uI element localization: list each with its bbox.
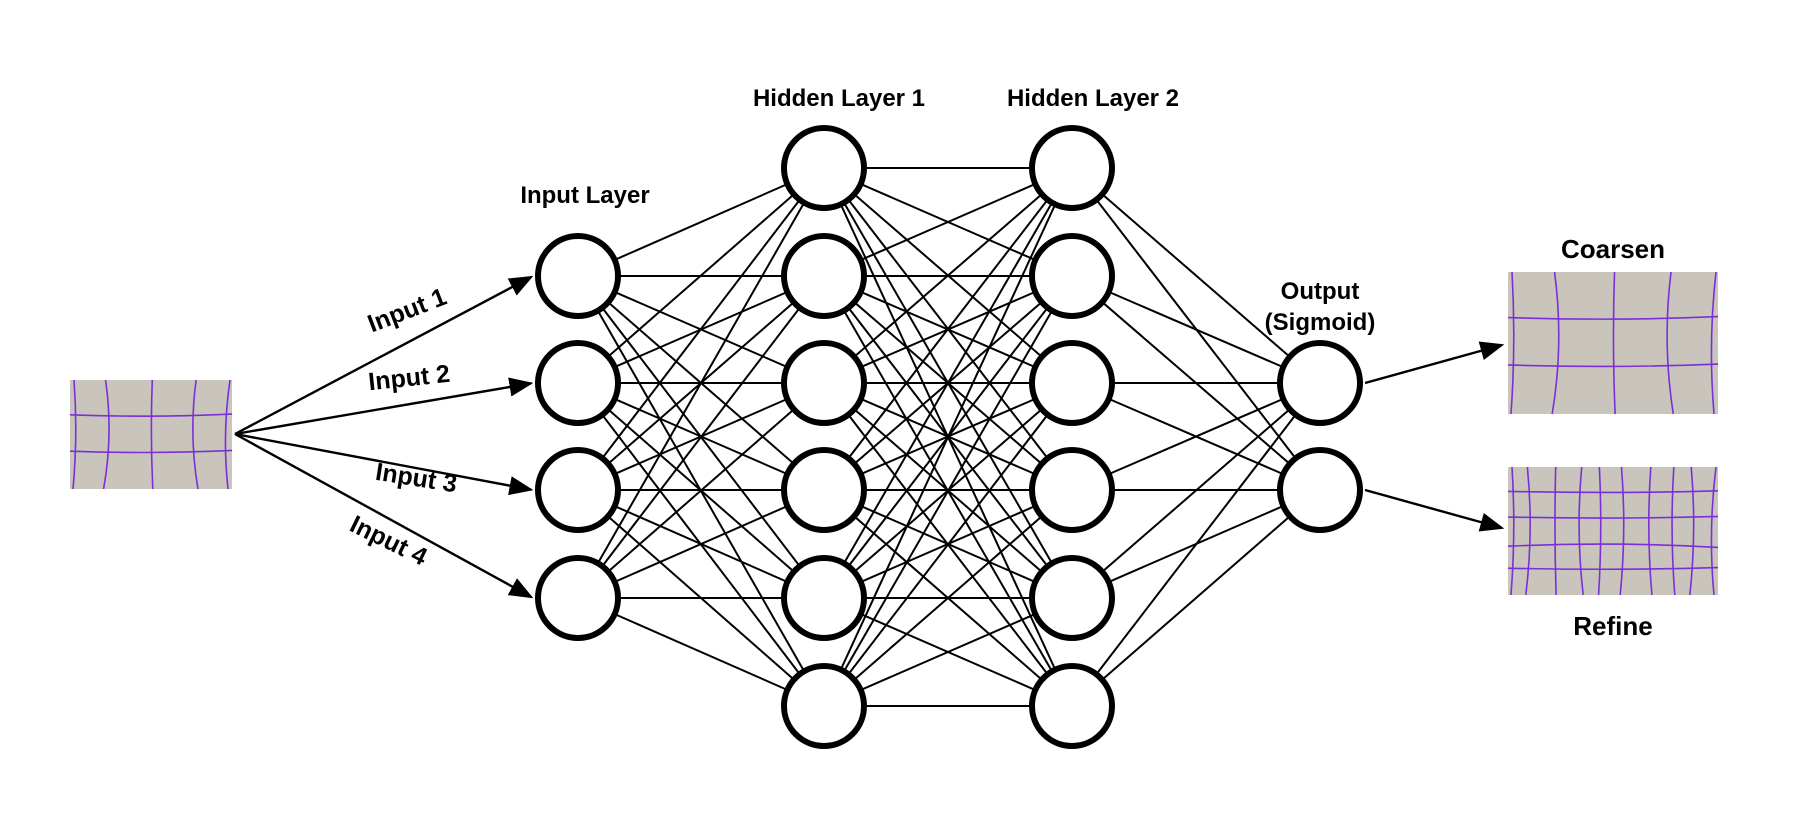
mesh-refine-vline-5 <box>1619 466 1625 596</box>
connection-hidden1-6-hidden2-5 <box>823 597 1073 707</box>
input-3-label: Input 3 <box>374 458 459 498</box>
mesh-refine-hline-2 <box>1507 515 1719 519</box>
mesh-input-vline-3 <box>192 379 199 490</box>
mesh-refine-vline-3 <box>1578 466 1584 596</box>
hidden1-neuron-5 <box>781 555 867 641</box>
connection-input-4-hidden1-1 <box>577 167 825 599</box>
mesh-refine-vline-7 <box>1671 466 1676 596</box>
hidden-layer-1-label: Hidden Layer 1 <box>753 85 925 112</box>
refine-mesh-image <box>1507 466 1719 596</box>
connection-hidden1-4-hidden2-1 <box>823 167 1073 491</box>
neurons <box>535 125 1363 749</box>
connection-hidden2-4-output-1 <box>1071 382 1321 491</box>
connection-hidden2-5-output-1 <box>1071 382 1321 599</box>
output-arrow-1 <box>1364 341 1505 385</box>
output-label-line1: Output <box>1281 278 1360 305</box>
mesh-coarsen-vline-2 <box>1612 271 1616 415</box>
input-layer-label: Input Layer <box>520 182 649 209</box>
connection-input-4-hidden1-3 <box>577 382 825 599</box>
connection-hidden1-5-hidden2-1 <box>823 167 1073 599</box>
connection-input-4-hidden1-4 <box>577 489 825 599</box>
hidden2-neuron-5 <box>1029 555 1115 641</box>
input-2-label: Input 2 <box>367 360 451 396</box>
mesh-refine-vline-2 <box>1554 466 1557 596</box>
input-arrow-2 <box>234 377 534 436</box>
input-neuron-4 <box>535 555 621 641</box>
connection-hidden2-6-output-2 <box>1071 489 1321 707</box>
input-neuron-2 <box>535 340 621 426</box>
mesh-coarsen-hline-1 <box>1507 315 1719 320</box>
input-mesh-image <box>69 379 233 490</box>
hidden2-neuron-3 <box>1029 340 1115 426</box>
mesh-refine-right-edge <box>1710 466 1717 596</box>
hidden1-neuron-4 <box>781 447 867 533</box>
connection-hidden2-2-output-1 <box>1071 275 1321 384</box>
connection-hidden1-6-hidden2-4 <box>823 489 1073 707</box>
output-neuron-2 <box>1277 447 1363 533</box>
hidden2-neuron-2 <box>1029 233 1115 319</box>
hidden1-neuron-2 <box>781 233 867 319</box>
mesh-coarsen-left-edge <box>1510 271 1515 415</box>
coarsen-mesh-image <box>1507 271 1719 415</box>
input-arrow-3 <box>234 432 534 496</box>
coarsen-label: Coarsen <box>1561 234 1665 264</box>
connection-input-2-hidden1-1 <box>577 167 825 384</box>
hidden2-neuron-4 <box>1029 447 1115 533</box>
connection-hidden1-3-hidden2-1 <box>823 167 1073 384</box>
hidden2-neuron-1 <box>1029 125 1115 211</box>
mesh-input-right-edge <box>224 379 231 490</box>
hidden1-neuron-1 <box>781 125 867 211</box>
connection-hidden1-6-hidden2-3 <box>823 382 1073 707</box>
output-arrow-2 <box>1364 488 1505 532</box>
mesh-refine-vline-6 <box>1648 466 1653 596</box>
mesh-input-vline-1 <box>102 379 110 490</box>
connection-hidden2-1-output-1 <box>1071 167 1321 384</box>
connection-input-4-hidden1-6 <box>577 597 825 707</box>
connection-input-3-hidden1-1 <box>577 167 825 491</box>
input-neuron-3 <box>535 447 621 533</box>
mesh-coarsen-hline-2 <box>1507 363 1719 368</box>
input-arrow-1 <box>234 275 534 436</box>
mesh-refine-hline-4 <box>1507 566 1719 571</box>
input-arrows <box>234 275 534 599</box>
mesh-input-hline-2 <box>69 449 233 454</box>
mesh-refine-vline-1 <box>1524 466 1531 596</box>
mesh-refine-hline-1 <box>1507 489 1719 494</box>
connection-hidden2-6-output-1 <box>1071 382 1321 707</box>
input-neuron-1 <box>535 233 621 319</box>
mesh-refine-hline-3 <box>1507 543 1719 549</box>
output-neuron-1 <box>1277 340 1363 426</box>
mesh-coarsen-right-edge <box>1710 271 1717 415</box>
hidden1-neuron-6 <box>781 663 867 749</box>
hidden2-neuron-6 <box>1029 663 1115 749</box>
mesh-input-vline-2 <box>150 379 154 490</box>
mesh-refine-background <box>1508 467 1718 595</box>
mesh-refine-left-edge <box>1510 466 1515 596</box>
mesh-input-hline-1 <box>69 413 233 417</box>
output-label-line2: (Sigmoid) <box>1265 309 1376 336</box>
input-1-label: Input 1 <box>364 283 451 339</box>
connection-hidden1-2-hidden2-1 <box>823 167 1073 277</box>
mesh-input-left-edge <box>72 379 77 490</box>
hidden-layer-2-label: Hidden Layer 2 <box>1007 85 1179 112</box>
connection-lines <box>577 167 1321 707</box>
mesh-refine-vline-8 <box>1689 466 1695 596</box>
output-arrows <box>1364 341 1505 532</box>
refine-label: Refine <box>1573 611 1652 641</box>
connection-hidden1-6-hidden2-2 <box>823 275 1073 707</box>
mesh-coarsen-vline-3 <box>1666 271 1675 415</box>
mesh-coarsen-vline-1 <box>1551 271 1560 415</box>
connection-hidden1-6-hidden2-1 <box>823 167 1073 707</box>
connection-input-4-hidden1-2 <box>577 275 825 599</box>
hidden1-neuron-3 <box>781 340 867 426</box>
input-arrow-4 <box>234 432 534 599</box>
connection-input-1-hidden1-1 <box>577 167 825 277</box>
mesh-refine-vline-4 <box>1597 466 1602 596</box>
